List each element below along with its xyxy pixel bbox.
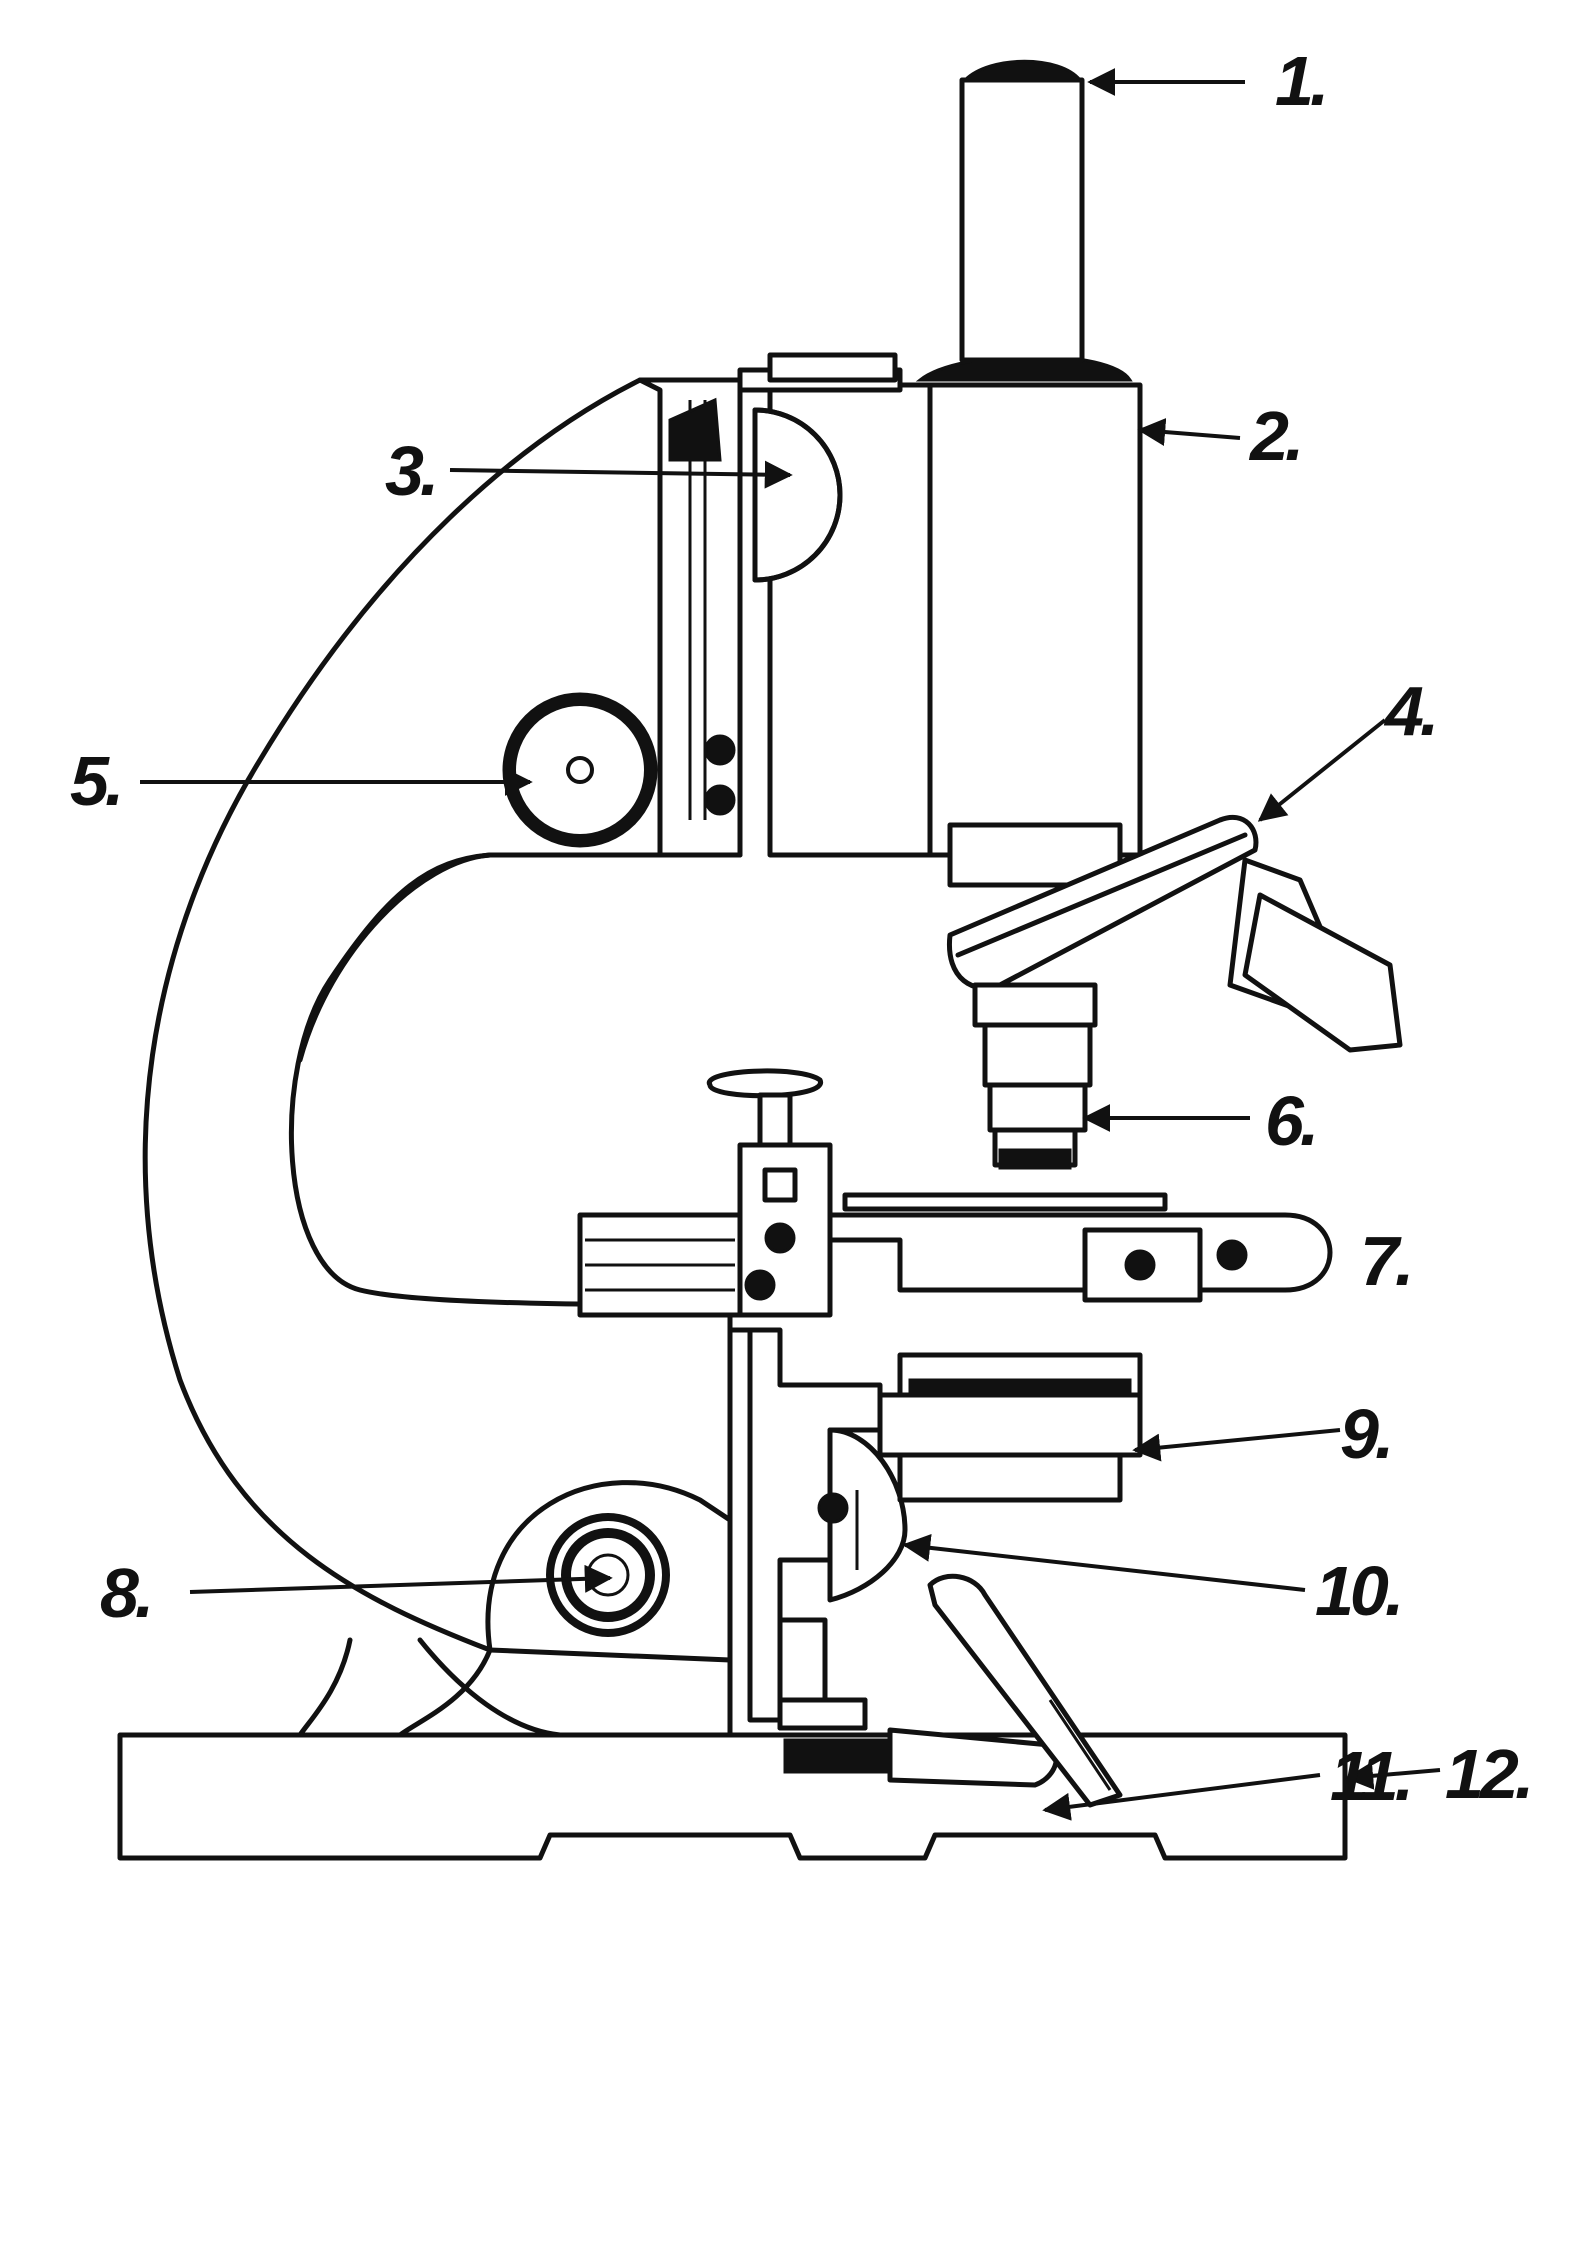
label-6: 6. xyxy=(1265,1082,1315,1160)
label-10: 10. xyxy=(1315,1552,1400,1630)
body-tube xyxy=(767,354,1143,888)
label-1: 1. xyxy=(1275,42,1325,120)
eyepiece xyxy=(959,59,1085,363)
microscope-arm xyxy=(142,377,1333,1738)
objective-lens[interactable] xyxy=(972,982,1098,1170)
substage xyxy=(727,1327,908,1731)
revolving-nosepiece[interactable] xyxy=(946,814,1403,1053)
label-12: 12. xyxy=(1445,1735,1530,1813)
fine-focus-knob[interactable] xyxy=(752,407,843,583)
label-9: 9. xyxy=(1340,1395,1390,1473)
label-7: 7. xyxy=(1360,1222,1410,1300)
label-8: 8. xyxy=(100,1554,150,1632)
mirror-arm[interactable] xyxy=(783,1573,1123,1808)
label-5: 5. xyxy=(70,742,120,820)
condenser[interactable] xyxy=(877,1352,1143,1503)
label-11: 11. xyxy=(1330,1737,1410,1815)
stage xyxy=(577,1068,1248,1318)
part-labels: 1. 2. 3. 4. 5. 6. 7. 8. 9. 10. 11. 12. xyxy=(70,42,1534,1815)
label-3: 3. xyxy=(385,432,435,510)
label-2: 2. xyxy=(1248,397,1300,475)
label-4: 4. xyxy=(1383,672,1435,750)
leader-lines xyxy=(140,68,1441,1821)
